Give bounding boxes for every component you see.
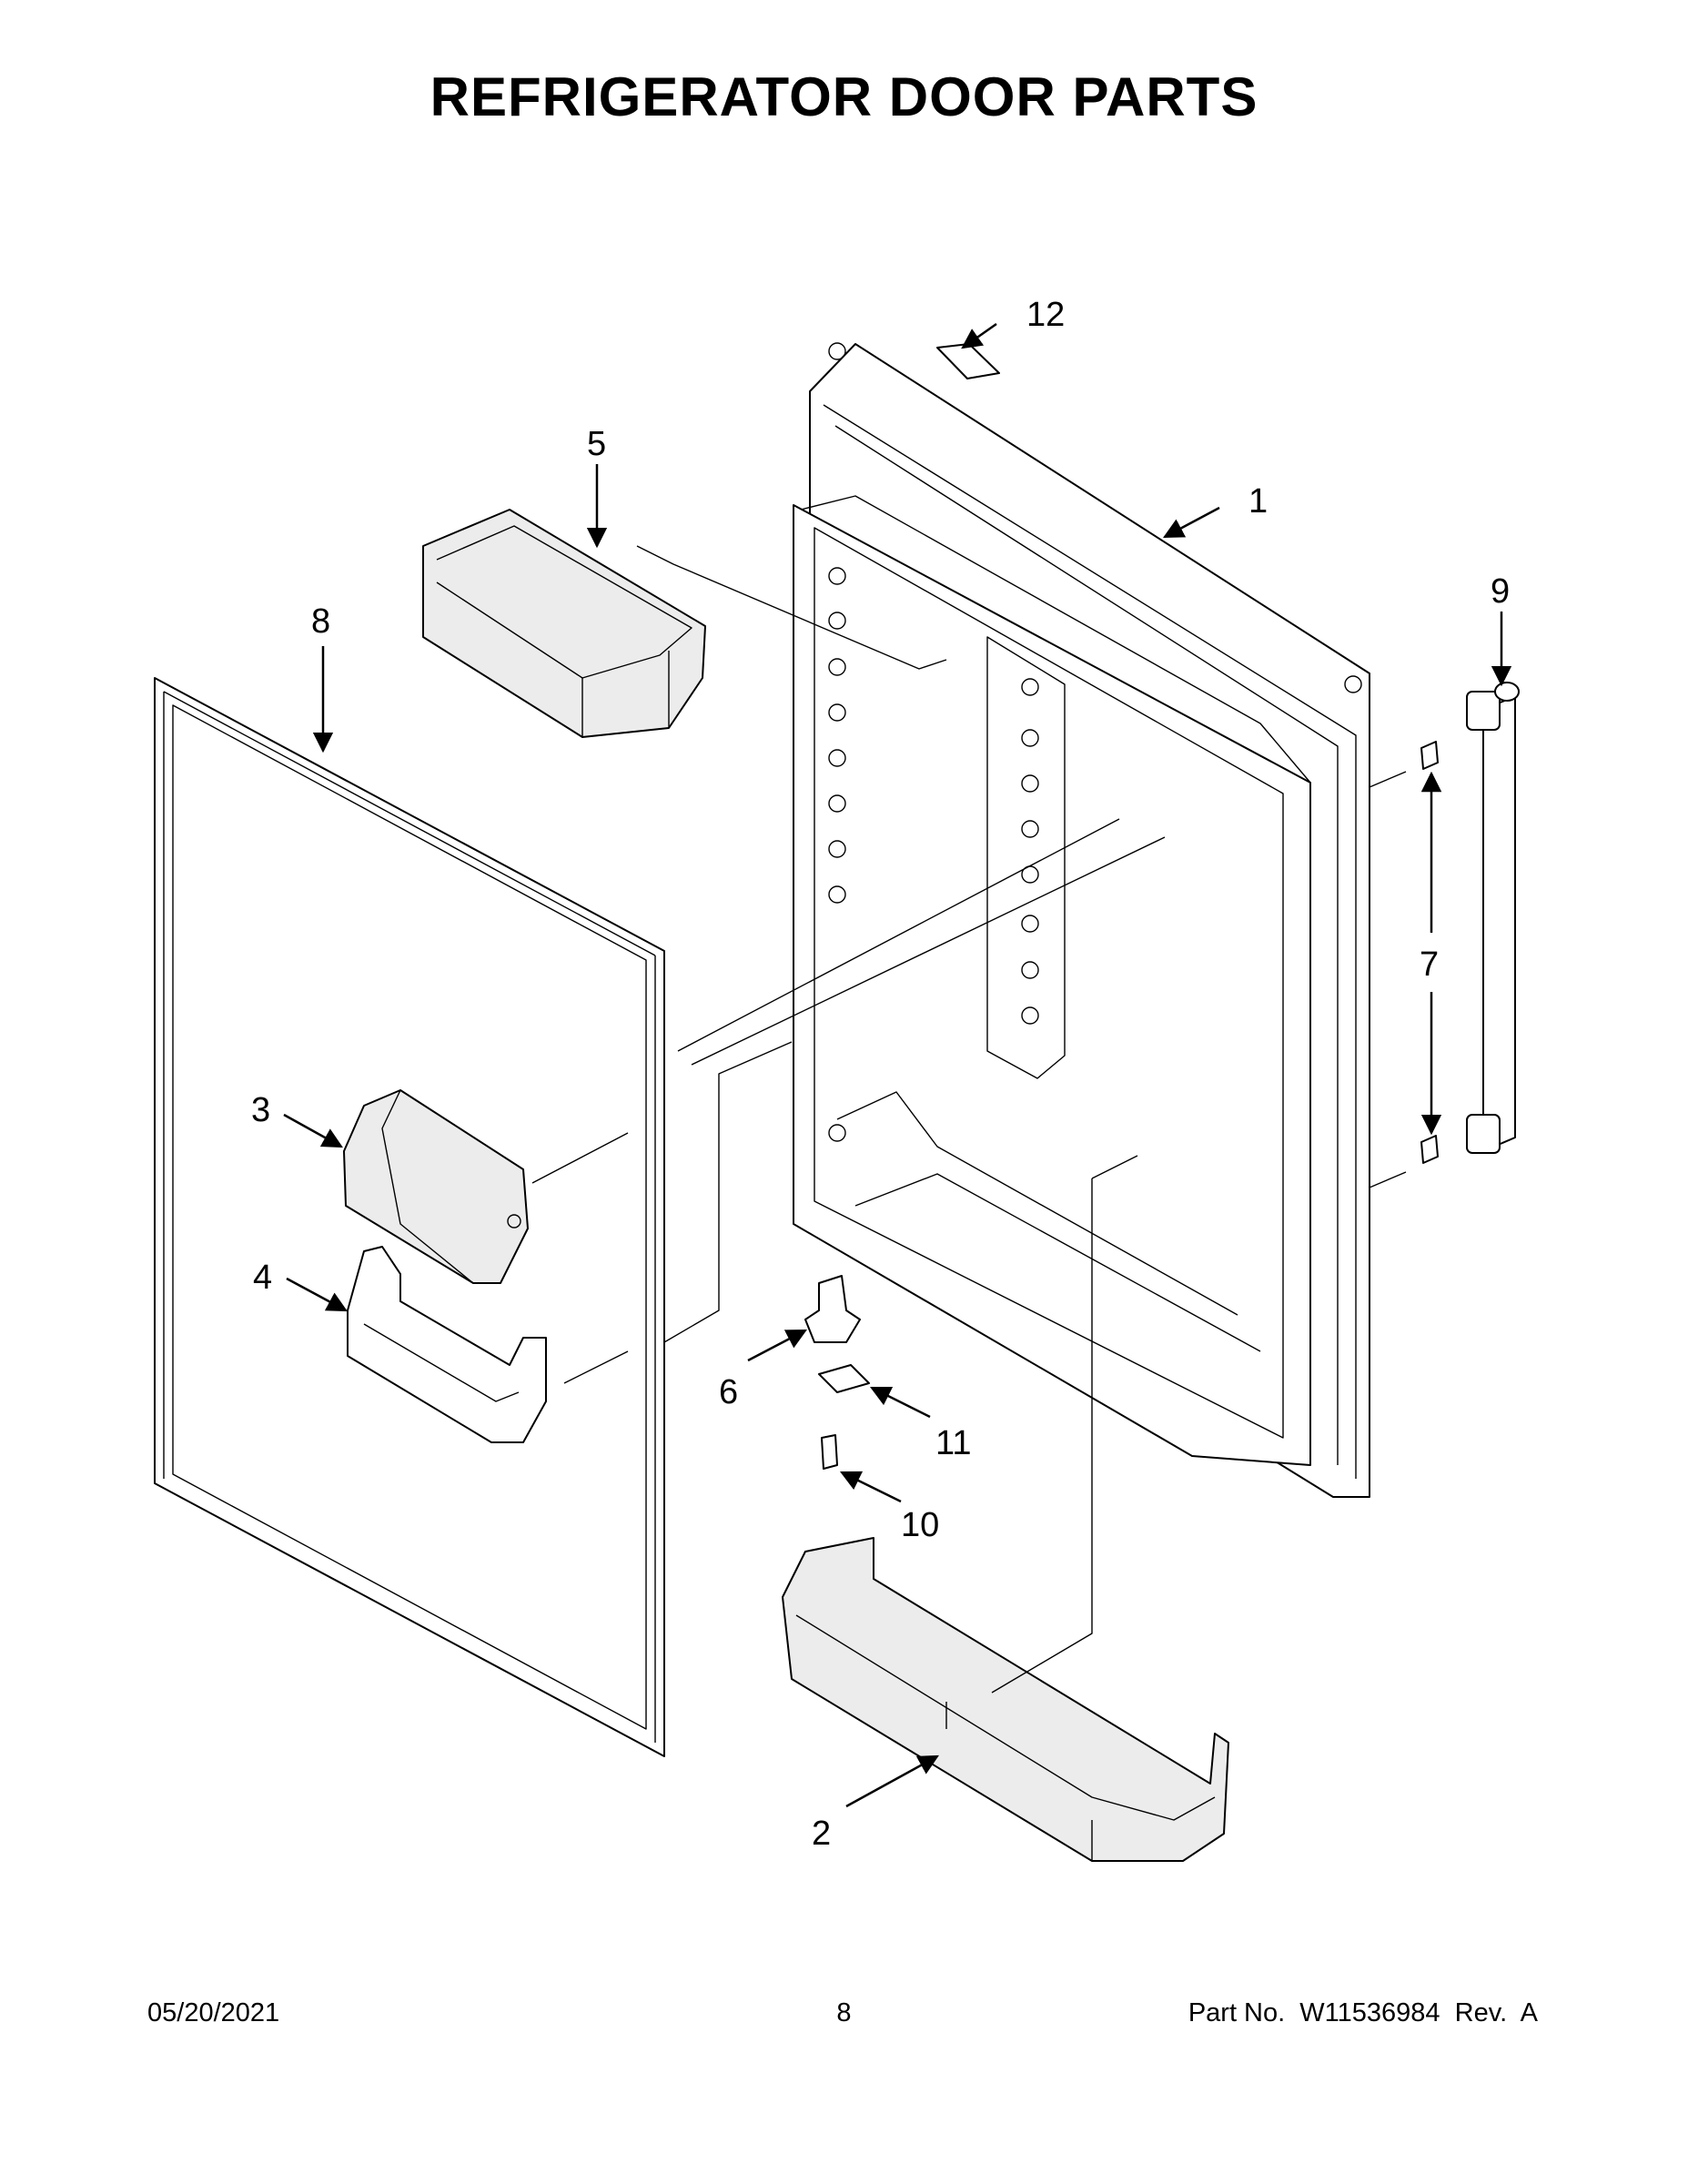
shim-part-11 — [818, 1364, 870, 1393]
page-title: REFRIGERATOR DOOR PARTS — [430, 66, 1258, 127]
lower-door-bin-part-2 — [782, 1537, 1229, 1862]
footer-part-number: Part No. W11536984 Rev. A — [1188, 1998, 1538, 2027]
callout-3: 3 — [251, 1091, 270, 1129]
callout-arrows — [283, 322, 1512, 1808]
dairy-door-part-3 — [343, 1089, 529, 1284]
callout-7: 7 — [1420, 945, 1439, 984]
dairy-bin-part-4 — [347, 1246, 547, 1443]
footer-date: 05/20/2021 — [147, 1998, 280, 2027]
clip-part-12 — [936, 343, 1000, 379]
callout-5: 5 — [587, 425, 606, 463]
handle-pin-part-7 — [1420, 741, 1439, 1164]
screw-part-10 — [821, 1434, 838, 1470]
assembly-leader-lines — [531, 545, 1407, 1694]
callout-1: 1 — [1248, 482, 1268, 521]
door-handle-part-9 — [1466, 682, 1520, 1154]
hinge-part-6 — [804, 1275, 861, 1343]
upper-door-bin-part-5 — [422, 509, 706, 738]
callout-labels: 1 2 3 4 5 6 7 8 9 10 11 12 — [251, 296, 1510, 1853]
callout-10: 10 — [901, 1506, 939, 1544]
callout-8: 8 — [311, 602, 330, 641]
callout-2: 2 — [812, 1815, 831, 1853]
callout-12: 12 — [1026, 296, 1065, 334]
callout-9: 9 — [1491, 572, 1510, 611]
callout-11: 11 — [935, 1424, 971, 1462]
door-assembly-part-1 — [793, 342, 1370, 1498]
shelf-pegs — [828, 567, 1039, 1142]
callout-6: 6 — [719, 1373, 738, 1411]
footer-page-number: 8 — [836, 1998, 852, 2027]
callout-4: 4 — [253, 1259, 272, 1297]
